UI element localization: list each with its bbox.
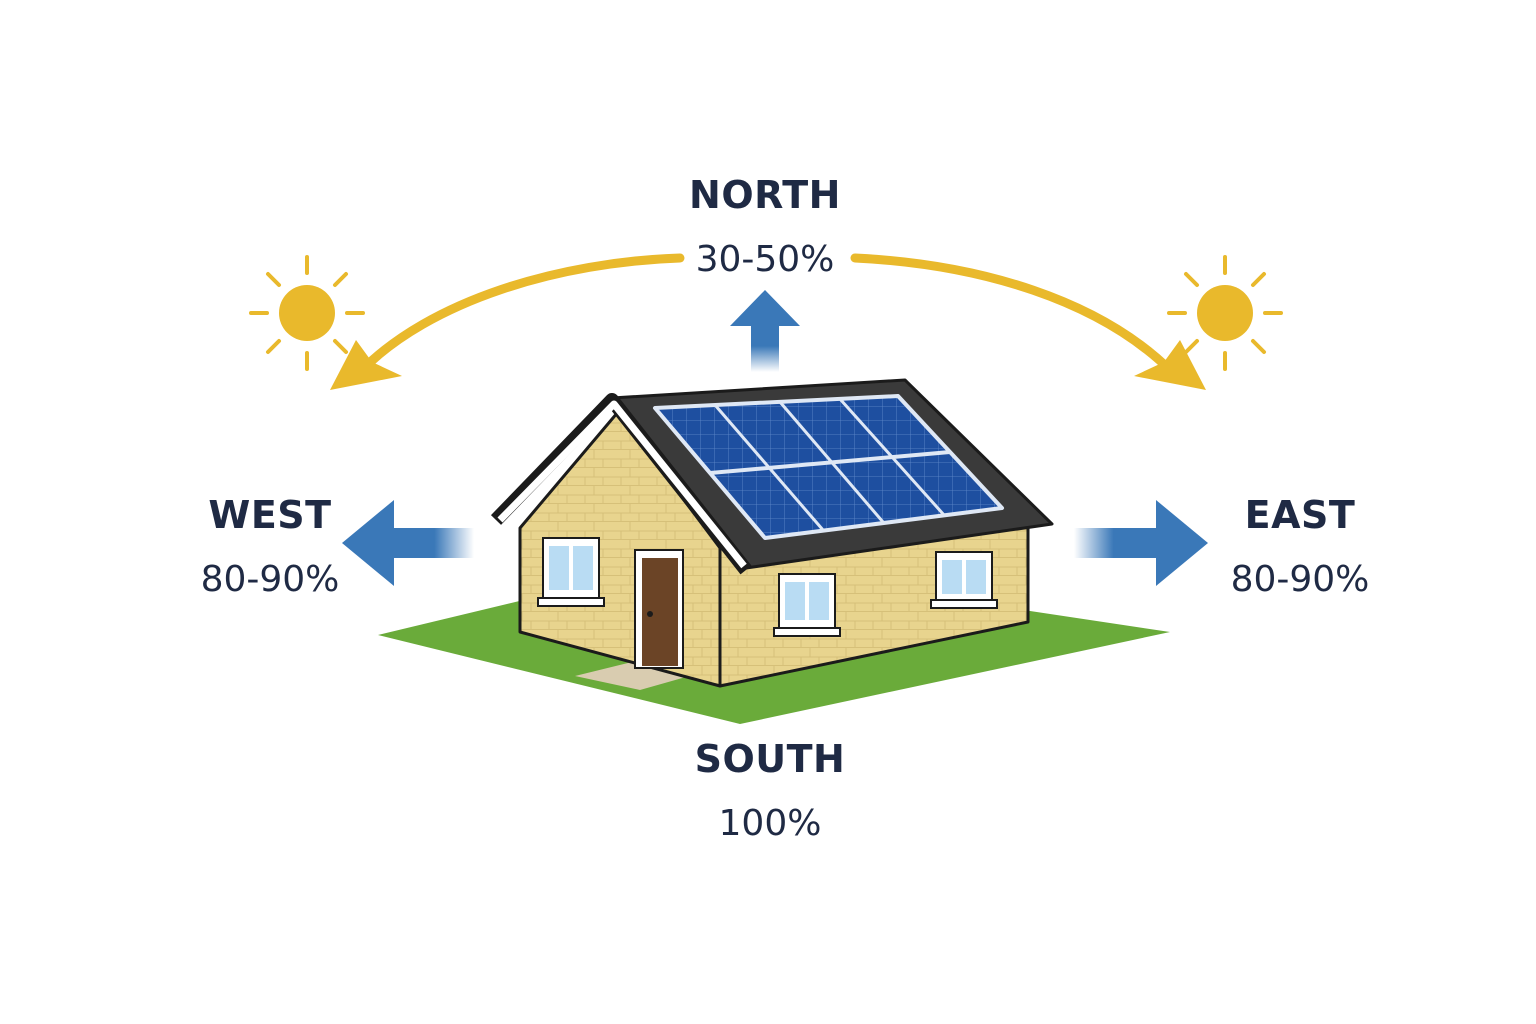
west-direction: WEST [208, 493, 332, 537]
south-direction: SOUTH [694, 737, 846, 781]
north-label: NORTH 30-50% [660, 176, 870, 278]
window [773, 573, 841, 637]
south-percentage: 100% [718, 803, 822, 844]
east-label: EAST 80-90% [1200, 496, 1400, 598]
solar-panel-array [653, 394, 1004, 540]
north-arrow-icon [730, 290, 800, 372]
west-label: WEST 80-90% [170, 496, 370, 598]
window [537, 537, 605, 607]
north-percentage: 30-50% [695, 239, 835, 280]
sun-path-arrow-icon [330, 253, 1206, 390]
east-arrow-icon [1074, 500, 1208, 586]
sun-icon [1167, 255, 1283, 371]
south-label: SOUTH 100% [670, 740, 870, 842]
window [930, 551, 998, 609]
east-direction: EAST [1244, 493, 1356, 537]
house-illustration [490, 378, 1054, 688]
east-percentage: 80-90% [1230, 559, 1370, 600]
north-direction: NORTH [689, 173, 841, 217]
west-arrow-icon [342, 500, 474, 586]
front-door [634, 549, 684, 669]
west-percentage: 80-90% [200, 559, 340, 600]
sun-icon [249, 255, 365, 371]
